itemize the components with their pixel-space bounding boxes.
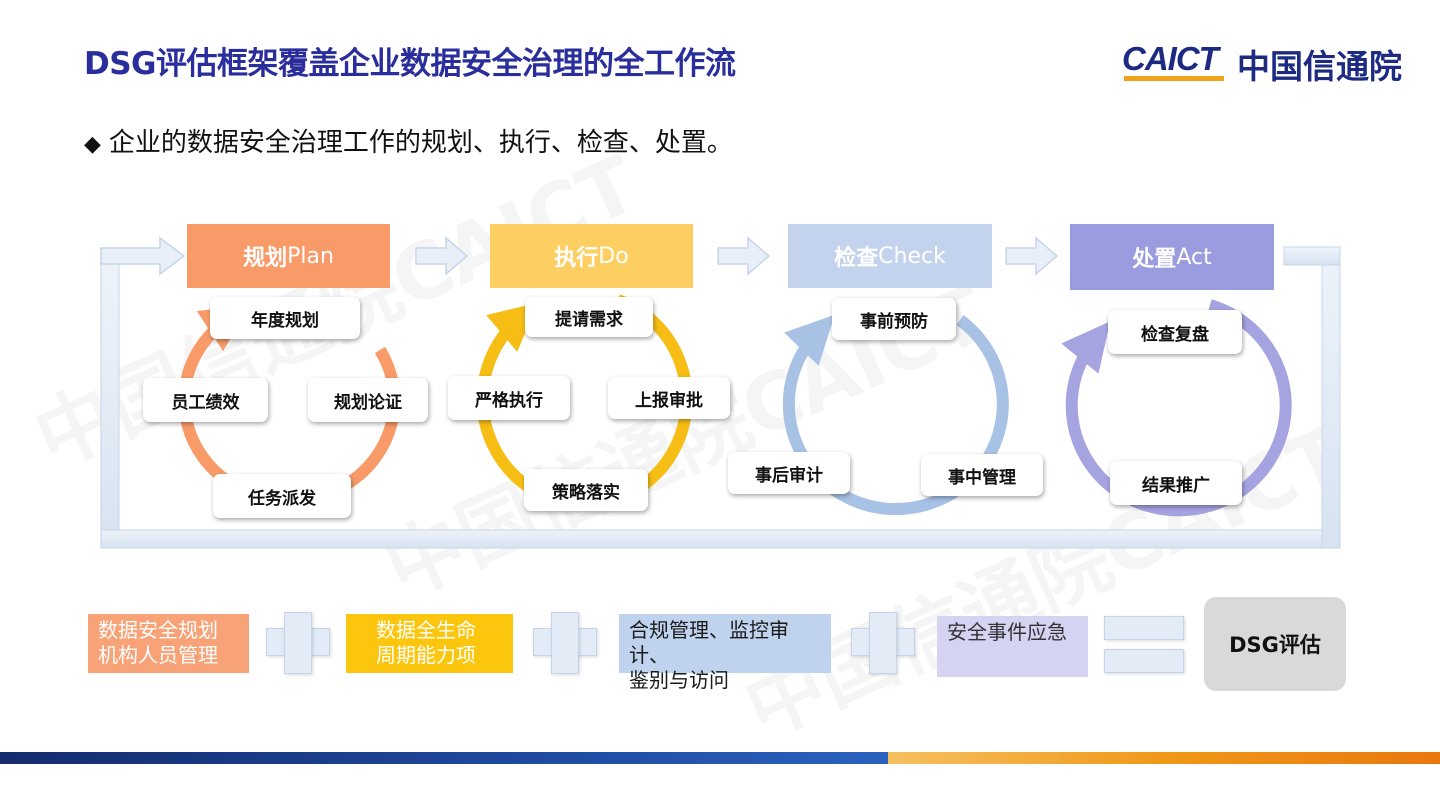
phase-check-cn: 检查 xyxy=(834,246,879,271)
flow-arrow xyxy=(100,236,186,276)
phase-act-en: Act xyxy=(1176,244,1212,270)
category-compliance-audit: 合规管理、监控审计、 鉴别与访问 xyxy=(619,614,831,692)
caict-logo: CAICT 中国信通院 xyxy=(1122,40,1407,86)
footer-band-blue xyxy=(0,752,895,764)
category-incident-response: 安全事件应急 xyxy=(937,616,1088,677)
category-line: 数据全生命 xyxy=(376,618,476,642)
bullet-point: ◆ 企业的数据安全治理工作的规划、执行、检查、处置。 xyxy=(84,122,733,159)
category-line: 机构人员管理 xyxy=(98,643,218,667)
step-annual-planning: 年度规划 xyxy=(210,297,360,339)
act-cycle-ring xyxy=(1061,299,1292,517)
footer-band-orange xyxy=(888,752,1440,764)
flow-arrow xyxy=(415,236,469,276)
category-line: 数据安全规划 xyxy=(98,618,218,642)
step-request-submission: 提请需求 xyxy=(525,297,653,337)
category-line: 合规管理、监控审计、 xyxy=(629,618,789,667)
loop-frame xyxy=(100,246,1341,549)
step-report-approval: 上报审批 xyxy=(608,377,730,419)
step-in-process-management: 事中管理 xyxy=(921,454,1043,496)
step-prevention: 事前预防 xyxy=(832,298,956,340)
logo-accent-bar xyxy=(1124,76,1224,81)
flow-arrow xyxy=(717,236,771,276)
page-title: DSG评估框架覆盖企业数据安全治理的全工作流 xyxy=(84,46,736,82)
step-staff-performance: 员工绩效 xyxy=(143,378,268,422)
logo-cjk: 中国信通院 xyxy=(1237,47,1402,86)
step-strict-execution: 严格执行 xyxy=(448,376,570,420)
dsg-assessment-result: DSG评估 xyxy=(1204,597,1346,691)
phase-check-en: Check xyxy=(878,243,946,269)
step-post-audit: 事后审计 xyxy=(728,452,850,494)
bullet-text: 企业的数据安全治理工作的规划、执行、检查、处置。 xyxy=(108,128,733,158)
phase-plan-en: Plan xyxy=(287,243,334,269)
category-data-lifecycle: 数据全生命 周期能力项 xyxy=(346,614,513,673)
diamond-bullet-icon: ◆ xyxy=(84,132,101,157)
phase-do-en: Do xyxy=(598,243,629,269)
category-planning-organization: 数据安全规划 机构人员管理 xyxy=(88,614,249,673)
category-line: 鉴别与访问 xyxy=(629,668,729,692)
step-result-promotion: 结果推广 xyxy=(1110,461,1242,505)
logo-latin: CAICT xyxy=(1122,40,1219,77)
category-line: 周期能力项 xyxy=(376,643,476,667)
phase-plan-cn: 规划 xyxy=(243,246,288,271)
step-task-dispatch: 任务派发 xyxy=(213,474,351,518)
phase-do-cn: 执行 xyxy=(554,246,599,271)
phase-act-cn: 处置 xyxy=(1132,247,1177,272)
step-plan-review: 规划论证 xyxy=(308,378,428,422)
step-inspection-review: 检查复盘 xyxy=(1108,310,1242,354)
check-cycle-ring xyxy=(782,314,1009,516)
flow-arrow xyxy=(1005,236,1059,276)
step-policy-implementation: 策略落实 xyxy=(524,469,648,511)
category-line: 安全事件应急 xyxy=(947,620,1067,644)
